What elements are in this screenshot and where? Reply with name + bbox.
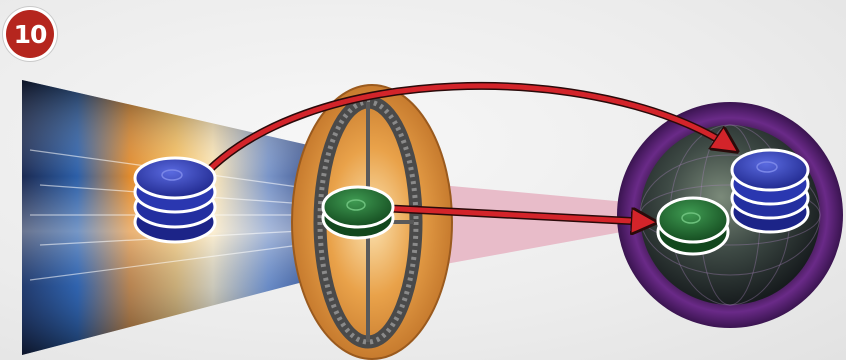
blue-token-stack-destination[interactable] [732,150,808,232]
green-token-gate[interactable] [323,187,393,238]
blue-token-stack-start[interactable] [135,158,215,242]
green-token-destination[interactable] [658,198,728,254]
